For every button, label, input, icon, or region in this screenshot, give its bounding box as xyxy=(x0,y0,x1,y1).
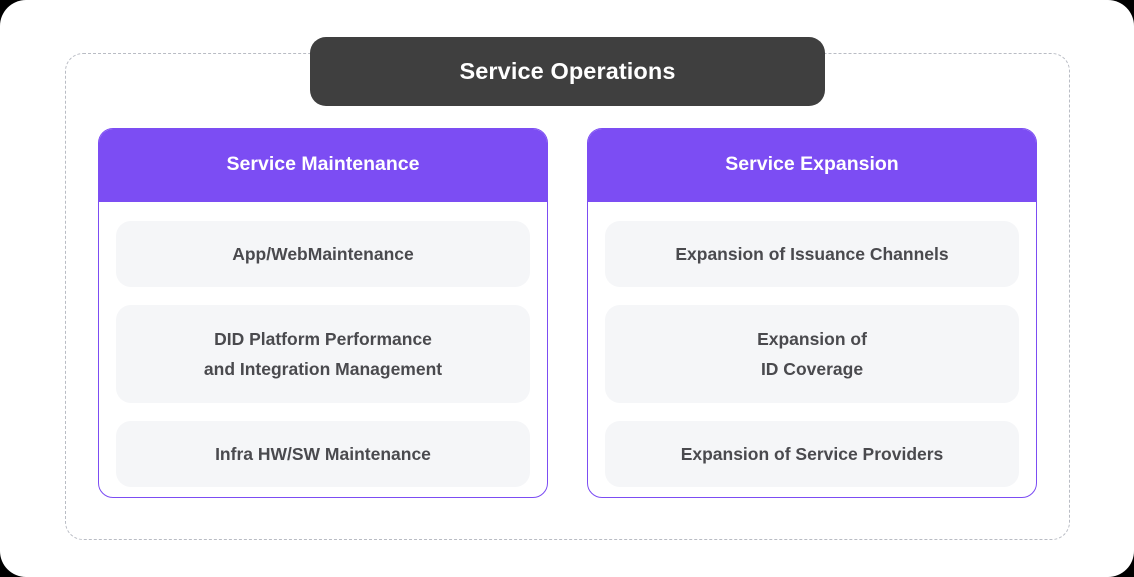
list-item: Infra HW/SW Maintenance xyxy=(116,421,530,488)
list-item-label: Expansion of Service Providers xyxy=(680,444,944,465)
column-card-service-maintenance: Service Maintenance App/WebMaintenance D… xyxy=(98,128,548,498)
diagram-title-banner: Service Operations xyxy=(310,37,825,106)
column-card-service-expansion: Service Expansion Expansion of Issuance … xyxy=(587,128,1037,498)
list-item: Expansion of ID Coverage xyxy=(605,305,1019,404)
list-item-label: App/WebMaintenance xyxy=(232,244,414,265)
list-item: Expansion of Service Providers xyxy=(605,421,1019,488)
list-item: Expansion of Issuance Channels xyxy=(605,221,1019,288)
columns-container: Service Maintenance App/WebMaintenance D… xyxy=(98,128,1037,498)
list-item: DID Platform Performance and Integration… xyxy=(116,305,530,404)
column-header-service-maintenance: Service Maintenance xyxy=(99,129,547,203)
list-item: App/WebMaintenance xyxy=(116,221,530,288)
column-body-service-expansion: Expansion of Issuance Channels Expansion… xyxy=(588,202,1036,497)
list-item-label: DID Platform Performance and Integration… xyxy=(203,329,443,380)
page-title: Service Operations xyxy=(459,57,676,84)
column-header-service-expansion: Service Expansion xyxy=(588,129,1036,203)
list-item-label: Expansion of ID Coverage xyxy=(757,329,867,380)
list-item-label: Expansion of Issuance Channels xyxy=(675,244,949,265)
column-header-label: Service Expansion xyxy=(725,153,899,176)
list-item-label: Infra HW/SW Maintenance xyxy=(215,444,431,465)
column-header-label: Service Maintenance xyxy=(226,153,420,176)
column-body-service-maintenance: App/WebMaintenance DID Platform Performa… xyxy=(99,202,547,497)
